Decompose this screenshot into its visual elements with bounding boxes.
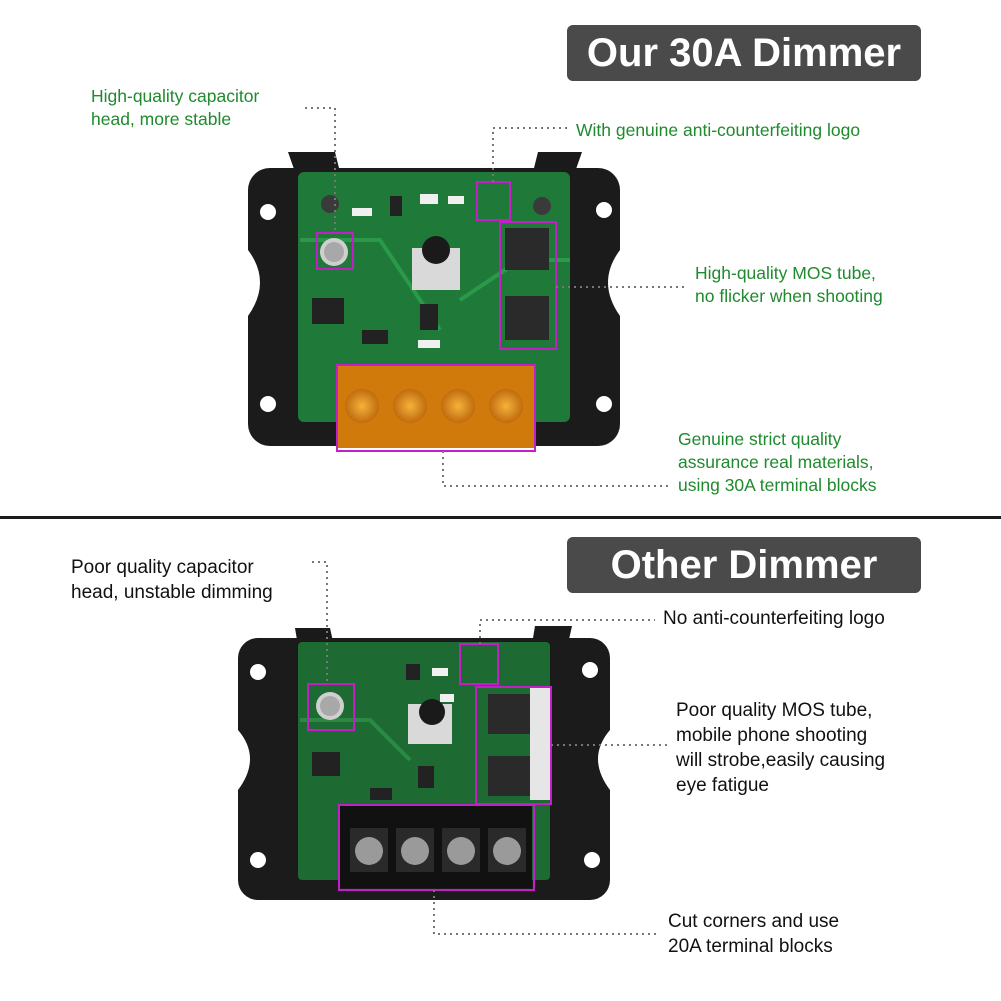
top-capacitor-note: High-quality capacitor head, more stable [91,86,260,129]
bottom-mos-note: Poor quality MOS tube, mobile phone shoo… [676,700,886,796]
top-title: Our 30A Dimmer [586,30,902,75]
bottom-title: Other Dimmer [610,542,878,587]
top-dimmer-photo [248,152,620,452]
top-mos-highlight [499,221,557,350]
mount-hole [260,204,276,220]
bottom-capacitor-highlight [307,683,355,731]
top-terminal-highlight [336,364,536,452]
section-divider [0,516,1001,519]
top-leader-lines [305,107,685,487]
bottom-logo-note: No anti-counterfeiting logo [663,608,885,629]
top-title-banner: Our 30A Dimmer [567,25,921,81]
bottom-leader-lines [312,561,670,935]
top-logo-note: With genuine anti-counterfeiting logo [576,120,861,140]
bottom-terminal-note: Cut corners and use 20A terminal blocks [668,911,840,957]
bottom-terminal-highlight [338,804,535,891]
mount-hole [596,202,612,218]
top-mos-note: High-quality MOS tube, no flicker when s… [695,263,883,306]
bottom-title-banner: Other Dimmer [567,537,921,593]
mount-hole [596,396,612,412]
top-capacitor-highlight [316,232,354,270]
top-pcb [298,172,570,422]
bottom-dimmer-photo [238,626,610,900]
mount-hole [260,396,276,412]
top-terminal-note: Genuine strict quality assurance real ma… [678,429,877,495]
bottom-capacitor-note: Poor quality capacitor head, unstable di… [71,557,273,603]
